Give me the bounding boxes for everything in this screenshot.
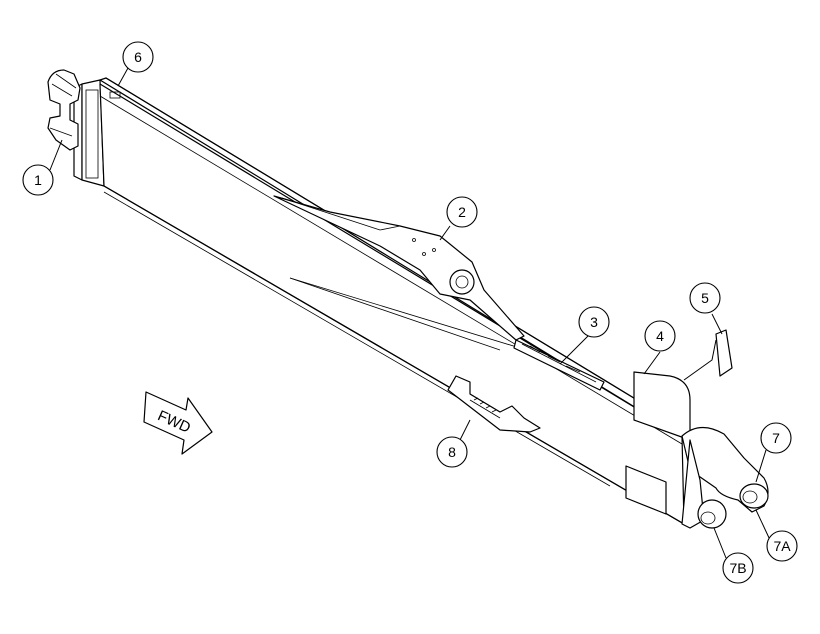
- callout-7: 7: [760, 422, 792, 454]
- callout-7a-label: 7A: [773, 538, 791, 554]
- front-head-bracket: [47, 69, 81, 151]
- callout-6-label: 6: [134, 49, 142, 65]
- boom-beam: [73, 77, 691, 525]
- callout-5: 5: [689, 282, 721, 314]
- callout-7b-label: 7B: [729, 560, 746, 576]
- callout-1-label: 1: [34, 172, 42, 188]
- rear-pivot-assembly: [681, 426, 769, 529]
- callout-5-label: 5: [701, 290, 709, 306]
- fwd-direction-arrow: FWD: [143, 391, 213, 455]
- callout-4: 4: [644, 320, 676, 352]
- callout-1: 1: [22, 164, 54, 196]
- shim: [715, 329, 733, 377]
- callout-4-label: 4: [656, 328, 664, 344]
- callout-3: 3: [578, 306, 610, 338]
- callout-8: 8: [436, 436, 468, 468]
- callout-8-label: 8: [448, 444, 456, 460]
- leader-lines: [49, 67, 771, 559]
- rear-lower-plate: [625, 465, 667, 515]
- callout-6: 6: [122, 41, 154, 73]
- serial-decal: [513, 339, 605, 391]
- side-plate: [633, 371, 691, 441]
- callout-2: 2: [446, 196, 478, 228]
- step-ladder: [447, 375, 541, 433]
- callout-7b: 7B: [722, 552, 754, 584]
- callout-3-label: 3: [590, 314, 598, 330]
- top-reinforcement-plate: [273, 195, 525, 341]
- callout-7a: 7A: [766, 530, 798, 562]
- callout-2-label: 2: [458, 204, 466, 220]
- callout-7-label: 7: [772, 430, 780, 446]
